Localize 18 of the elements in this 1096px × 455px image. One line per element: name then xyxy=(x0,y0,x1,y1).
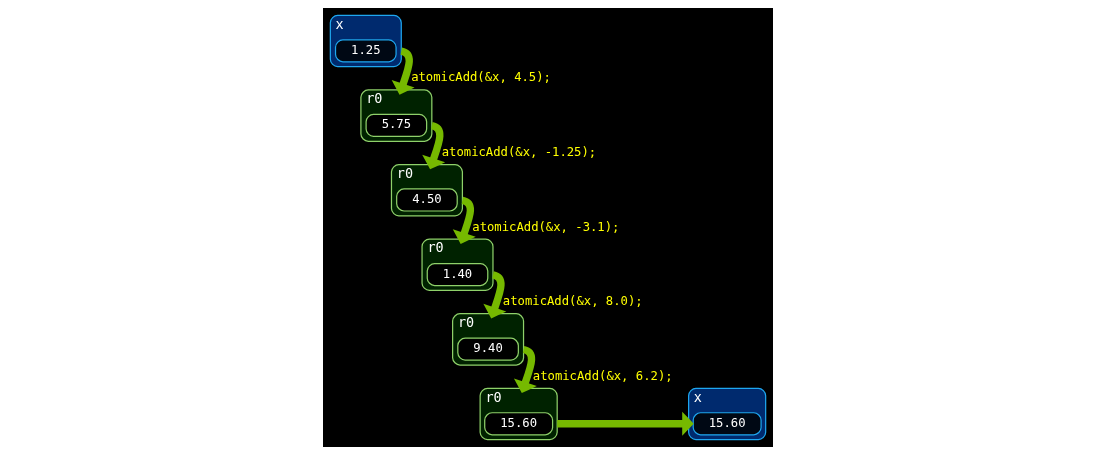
arrow xyxy=(422,122,446,170)
node-box: 4.50 xyxy=(396,188,458,212)
arrow xyxy=(483,271,507,319)
node-box: 9.40 xyxy=(457,337,519,361)
node-box: 15.60 xyxy=(692,412,762,436)
edge-label: atomicAdd(&x, -1.25); xyxy=(441,144,597,159)
arrow xyxy=(391,47,415,95)
edge-label: atomicAdd(&x, -3.1); xyxy=(472,219,620,234)
edge-label: atomicAdd(&x, 4.5); xyxy=(411,70,551,85)
node-box: 5.75 xyxy=(365,113,428,137)
node-box: 1.40 xyxy=(426,262,489,287)
arrow xyxy=(513,346,537,394)
edge-label: atomicAdd(&x, 6.2); xyxy=(532,368,673,383)
node-box: 15.60 xyxy=(484,412,554,436)
arrow xyxy=(557,411,694,436)
node-box: 1.25 xyxy=(334,39,397,63)
arrow xyxy=(452,196,476,244)
edge-label: atomicAdd(&x, 8.0); xyxy=(502,294,643,309)
